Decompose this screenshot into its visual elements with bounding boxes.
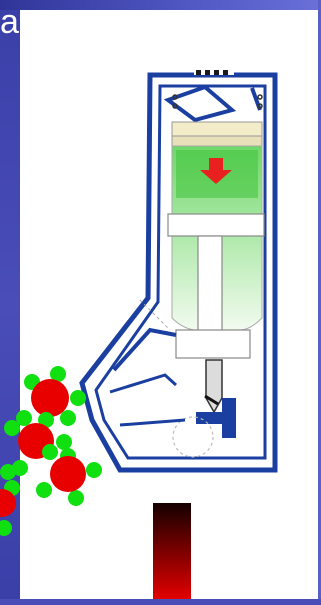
droplet xyxy=(24,366,86,426)
medication-canister xyxy=(168,122,264,358)
pressure-gradient-bar xyxy=(153,503,191,599)
droplet xyxy=(36,444,102,506)
droplet xyxy=(0,460,28,536)
